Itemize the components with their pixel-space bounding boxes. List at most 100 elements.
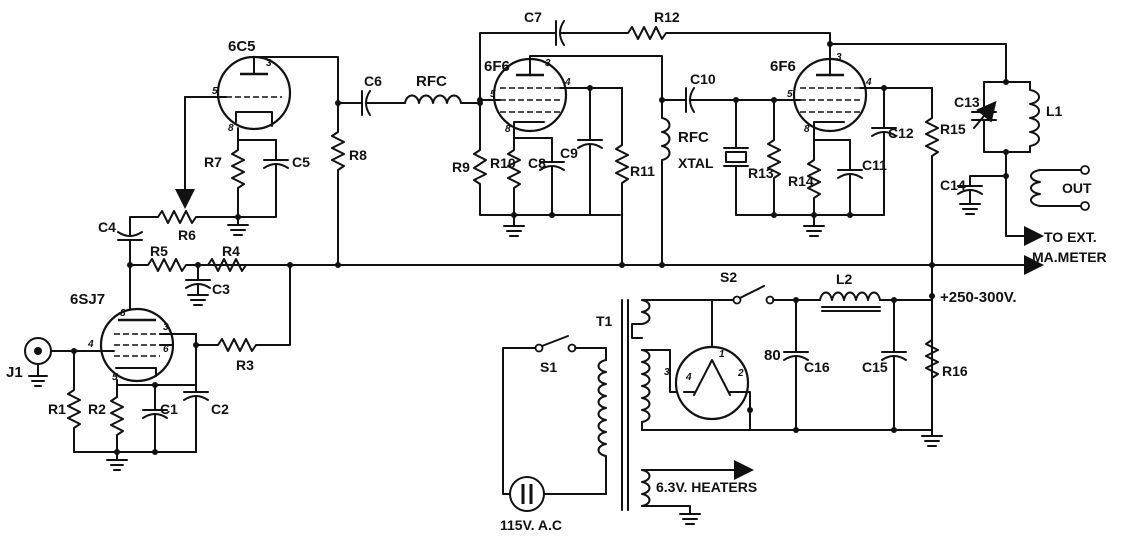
- c5-label: C5: [292, 154, 310, 170]
- pin-label: 8: [804, 124, 810, 135]
- c11-label: C11: [862, 157, 887, 173]
- pin-label: 4: [685, 372, 692, 383]
- pin-label: 8: [228, 123, 234, 134]
- c7-label: C7: [524, 9, 542, 25]
- r5-label: R5: [150, 243, 168, 259]
- pin-label: 5: [787, 89, 793, 100]
- switch-s1[interactable]: [534, 335, 607, 361]
- r13-label: R13: [748, 165, 774, 181]
- r12-label: R12: [654, 9, 680, 25]
- tube-6sj7: [95, 307, 197, 383]
- r14-label: R14: [788, 173, 814, 189]
- c9-label: C9: [560, 145, 578, 161]
- out-label: OUT: [1062, 180, 1092, 196]
- cathode-network-6sj7: [73, 379, 197, 471]
- c1-label: C1: [160, 401, 178, 417]
- choke-l2: [819, 291, 933, 312]
- c3-label: C3: [212, 281, 230, 297]
- s1-label: S1: [540, 359, 557, 375]
- r3-label: R3: [236, 357, 254, 373]
- heaters-label: 6.3V. HEATERS: [656, 479, 757, 495]
- pin-label: 5: [490, 89, 496, 100]
- r7-label: R7: [204, 154, 222, 170]
- jack-label: J1: [6, 364, 23, 381]
- c13-label: C13: [954, 94, 980, 110]
- l1-label: L1: [1046, 103, 1063, 119]
- tube-6f6-b-label: 6F6: [770, 58, 796, 75]
- rfc-choke-2: [661, 99, 671, 266]
- r6-label: R6: [178, 227, 196, 243]
- ma-meter-label: MA.METER: [1032, 249, 1107, 265]
- switch-s2[interactable]: [711, 285, 821, 305]
- wire: [253, 56, 339, 104]
- l2-label: L2: [836, 271, 853, 287]
- pin-label: 3: [836, 52, 842, 63]
- tube-80-label: 80: [764, 347, 781, 364]
- pin-label: 5: [212, 86, 218, 97]
- c12-label: C12: [888, 125, 914, 141]
- screen-network-6f6-b: [871, 85, 939, 266]
- tube-6sj7-label: 6SJ7: [70, 291, 105, 308]
- cathode-network-6f6-a: [503, 129, 565, 237]
- resistor-r5: [129, 258, 199, 272]
- xtal-label: XTAL: [678, 155, 714, 171]
- r4-label: R4: [222, 243, 240, 259]
- pin-label: 4: [865, 77, 872, 88]
- r9-label: R9: [452, 159, 470, 175]
- tube-6c5-label: 6C5: [228, 38, 256, 55]
- resistor-r8: [331, 102, 345, 266]
- resistor-r1: [67, 350, 81, 453]
- potentiometer-r6: [149, 96, 239, 224]
- capacitor-c2: [183, 333, 209, 453]
- cathode-network-6f6-b: [735, 129, 885, 237]
- r8-label: R8: [349, 147, 367, 163]
- capacitor-c6: [337, 90, 406, 116]
- pin-label: 3: [664, 367, 670, 378]
- pin-label: 3: [163, 322, 169, 333]
- pin-label: 4: [87, 339, 94, 350]
- capacitor-c16: [783, 297, 809, 431]
- c4-label: C4: [98, 219, 116, 235]
- screen-network-6f6-a: [577, 85, 629, 266]
- pin-label: 1: [719, 349, 725, 360]
- s2-label: S2: [720, 269, 737, 285]
- output-link-coil: [1030, 165, 1090, 211]
- ps-ground: [749, 427, 943, 447]
- r15-label: R15: [940, 121, 966, 137]
- tube-80: [674, 299, 753, 431]
- to-ext-label: TO EXT.: [1044, 229, 1097, 245]
- crystal-xtal: [723, 99, 749, 216]
- capacitor-c3: [185, 262, 211, 306]
- resistor-r4: [197, 258, 291, 272]
- output-tank: [829, 43, 1044, 246]
- b-plus-label: +250-300V.: [940, 289, 1017, 306]
- r2-label: R2: [88, 401, 106, 417]
- tube-6c5: [184, 55, 292, 131]
- b-plus-bus: [194, 255, 1044, 431]
- rfc-2-label: RFC: [678, 129, 709, 146]
- rfc-1-label: RFC: [416, 73, 447, 90]
- r1-label: R1: [48, 401, 66, 417]
- c10-label: C10: [690, 71, 716, 87]
- resistor-r16: [925, 299, 939, 431]
- pin-label: 3: [266, 58, 272, 69]
- pin-label: 8: [120, 308, 126, 319]
- c14-label: C14: [940, 177, 966, 193]
- pin-label: 5: [112, 372, 118, 383]
- ac-input: [502, 347, 607, 512]
- capacitor-c10: [661, 87, 791, 113]
- tube-6f6-a-label: 6F6: [484, 58, 510, 75]
- ac-label: 115V. A.C: [500, 517, 562, 533]
- pin-label: 2: [737, 368, 744, 379]
- r10-label: R10: [490, 155, 516, 171]
- pin-label: 8: [505, 124, 511, 135]
- c15-label: C15: [862, 359, 888, 375]
- cathode-network-6c5: [227, 127, 289, 236]
- input-jack: [24, 337, 97, 387]
- capacitor-c4: [117, 216, 151, 266]
- r16-label: R16: [942, 363, 968, 379]
- pin-label: 3: [545, 58, 551, 69]
- c6-label: C6: [364, 73, 382, 89]
